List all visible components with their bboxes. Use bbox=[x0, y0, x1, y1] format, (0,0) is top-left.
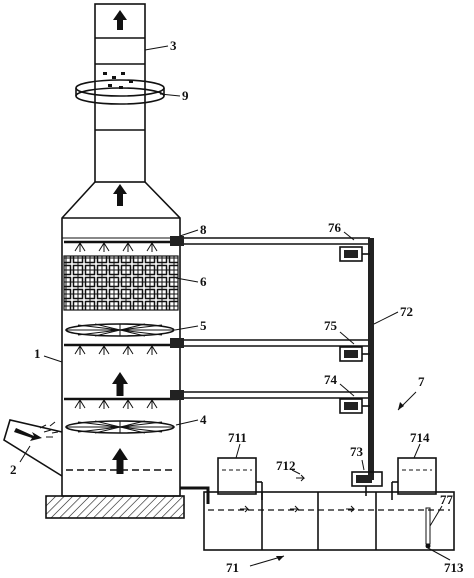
pipe-top bbox=[170, 236, 370, 246]
tower-base bbox=[45, 495, 185, 519]
label-712: 712 bbox=[276, 458, 296, 473]
pump-76 bbox=[339, 246, 370, 262]
label-8: 8 bbox=[200, 222, 207, 237]
flow-arrow bbox=[296, 474, 306, 482]
chimney bbox=[94, 3, 146, 206]
label-2: 2 bbox=[10, 462, 17, 477]
label-77: 77 bbox=[440, 492, 454, 507]
label-3: 3 bbox=[170, 38, 177, 53]
leader-arrow-71 bbox=[276, 556, 284, 561]
flow-arrow bbox=[346, 505, 356, 513]
label-711: 711 bbox=[228, 430, 247, 445]
label-75: 75 bbox=[324, 318, 338, 333]
label-71: 71 bbox=[226, 560, 239, 575]
label-1: 1 bbox=[34, 346, 41, 361]
leader-lines bbox=[19, 45, 451, 567]
tower-outlet-pipe bbox=[180, 486, 210, 504]
flow-arrow bbox=[240, 505, 250, 513]
label-5: 5 bbox=[200, 318, 207, 333]
pipe-middle bbox=[170, 338, 370, 348]
packing-layer bbox=[63, 255, 179, 311]
gas-flow-arrow bbox=[113, 10, 127, 30]
gas-flow-arrow bbox=[112, 372, 128, 396]
label-4: 4 bbox=[200, 412, 207, 427]
label-72: 72 bbox=[400, 304, 413, 319]
gas-flow-arrow bbox=[112, 448, 128, 474]
label-713: 713 bbox=[444, 560, 464, 575]
riser-pipe bbox=[368, 238, 374, 480]
label-9: 9 bbox=[182, 88, 189, 103]
label-7: 7 bbox=[418, 374, 425, 389]
pump-74 bbox=[339, 398, 370, 414]
rotating-disc-lower bbox=[65, 420, 175, 434]
pipe-lower bbox=[170, 390, 370, 400]
pump-75 bbox=[339, 346, 370, 362]
dosing-tank-711 bbox=[217, 457, 263, 500]
label-714: 714 bbox=[410, 430, 430, 445]
rotating-disc-upper bbox=[65, 323, 175, 337]
circulation-tank bbox=[203, 474, 455, 551]
spray-header-top bbox=[64, 240, 178, 252]
label-76: 76 bbox=[328, 220, 342, 235]
label-6: 6 bbox=[200, 274, 207, 289]
leader-arrow-7 bbox=[398, 402, 404, 410]
spray-header-lower bbox=[64, 397, 178, 409]
level-meter-77 bbox=[425, 507, 431, 549]
pump-73 bbox=[351, 471, 383, 496]
spray-header-middle bbox=[64, 343, 178, 355]
flow-arrow bbox=[290, 505, 300, 513]
ring-collar bbox=[75, 79, 165, 105]
label-74: 74 bbox=[324, 372, 338, 387]
dosing-tank-714 bbox=[391, 457, 437, 500]
gas-flow-arrow bbox=[113, 184, 127, 206]
tower-body bbox=[45, 181, 185, 519]
label-73: 73 bbox=[350, 444, 364, 459]
flue-gas-inlet bbox=[3, 419, 63, 477]
